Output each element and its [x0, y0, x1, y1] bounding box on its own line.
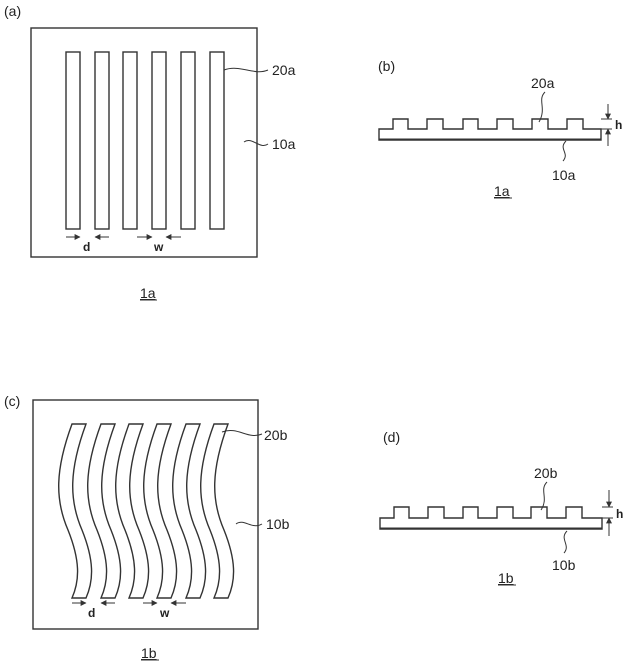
dim-d-label: d	[88, 606, 95, 620]
electrode-strip	[94, 51, 110, 230]
leader-10a	[562, 140, 567, 162]
panel-a-label: (a)	[4, 3, 21, 19]
substrate-label-10a: 10a	[552, 167, 576, 183]
leader-20b	[540, 481, 548, 511]
dimension-h: h	[602, 490, 623, 536]
electrode-strip	[65, 51, 81, 230]
dimension-h: h	[601, 104, 622, 146]
electrode-label-20b: 20b	[534, 465, 558, 481]
caption-1b: 1b	[141, 645, 157, 661]
dim-h-label: h	[615, 118, 622, 132]
leader-10a	[243, 140, 269, 146]
leader-20a	[223, 67, 269, 73]
cross-section-1b	[379, 506, 603, 530]
panel-d-label: (d)	[383, 429, 400, 445]
cross-section-1a	[378, 118, 602, 141]
panel-d: (d) h 20b 10b 1b	[379, 429, 623, 586]
caption-1b: 1b	[498, 570, 514, 586]
dimension-d: d	[72, 600, 115, 620]
panel-a: (a) d w 20a 10a 1a	[4, 3, 296, 301]
panel-b: (b) h 20a 10a 1a	[378, 58, 622, 199]
electrode-strip	[122, 51, 138, 230]
leader-10b	[563, 530, 568, 554]
leader-10b	[235, 521, 263, 527]
dim-h-label: h	[616, 507, 623, 521]
electrode-strip	[200, 423, 235, 599]
electrode-strip	[151, 51, 167, 230]
panel-c-label: (c)	[4, 393, 20, 409]
electrode-strip	[58, 423, 93, 599]
dimension-w: w	[143, 600, 186, 620]
dimension-d: d	[66, 234, 109, 254]
electrode-strip	[180, 51, 196, 230]
electrode-strip	[143, 423, 178, 599]
dimension-w: w	[137, 234, 181, 254]
panel-c: (c) d w 20b 10b 1b	[4, 393, 290, 661]
panel-b-label: (b)	[378, 58, 395, 74]
straight-electrodes-20a	[65, 51, 225, 230]
electrode-strip	[87, 423, 122, 599]
electrode-strip	[115, 423, 150, 599]
electrode-strip	[209, 51, 225, 230]
electrode-label-20a: 20a	[272, 62, 296, 78]
leader-20b	[221, 430, 263, 436]
leader-20a	[538, 91, 546, 123]
substrate-label-10a: 10a	[272, 136, 296, 152]
electrode-label-20a: 20a	[531, 75, 555, 91]
dim-d-label: d	[83, 240, 90, 254]
caption-1a: 1a	[494, 183, 510, 199]
electrode-label-20b: 20b	[264, 427, 288, 443]
wavy-electrodes-20b	[58, 423, 235, 599]
substrate-10a-top-view	[30, 27, 258, 258]
substrate-10b-top-view	[32, 399, 259, 630]
substrate-label-10b: 10b	[552, 557, 576, 573]
substrate-label-10b: 10b	[266, 516, 290, 532]
electrode-strip	[172, 423, 207, 599]
caption-1a: 1a	[140, 285, 156, 301]
dim-w-label: w	[153, 240, 164, 254]
dim-w-label: w	[159, 606, 170, 620]
